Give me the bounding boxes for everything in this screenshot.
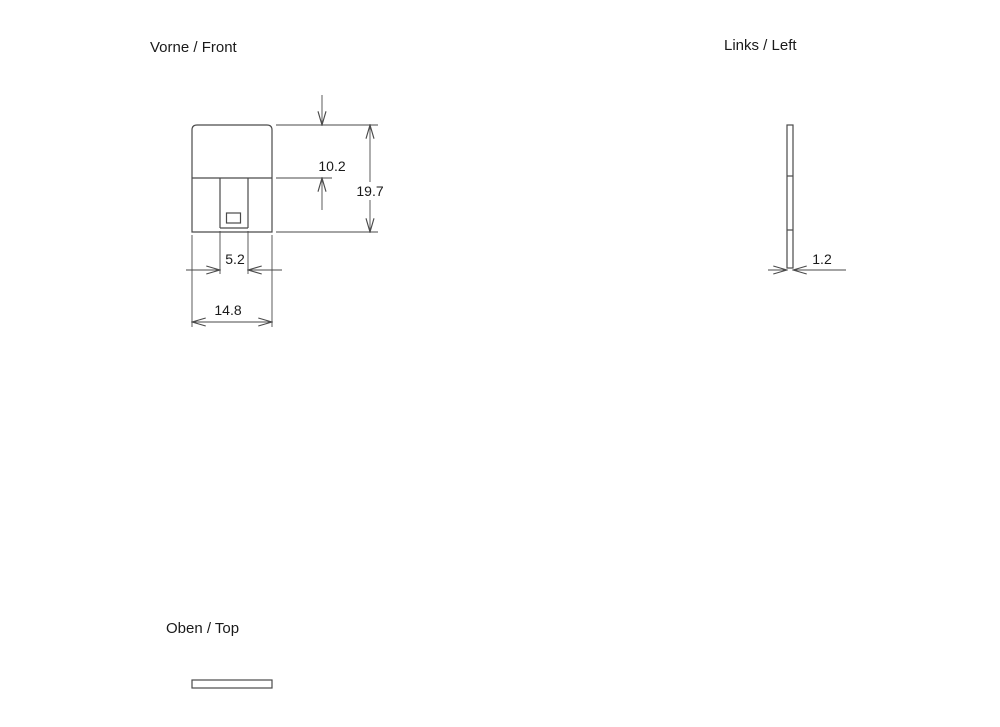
dimension-value: 14.8 [214, 302, 241, 318]
front-dimple-feature [225, 212, 242, 224]
dimension-overall-height: 19.7 [353, 125, 387, 232]
front-view-label: Vorne / Front [150, 39, 238, 56]
dimension-value: 19.7 [356, 183, 383, 199]
dimension-value: 1.2 [812, 251, 832, 267]
dimension-value: 5.2 [225, 251, 245, 267]
dimension-text-background [353, 182, 387, 200]
dimension-overall-width: 14.8 [192, 302, 272, 322]
top-view-label: Oben / Top [166, 620, 239, 637]
left-view: Links / Left 1.2 [724, 37, 846, 270]
dimension-slot-width: 5.2 [186, 251, 282, 270]
left-part-outline [786, 124, 794, 269]
top-view: Oben / Top [166, 620, 273, 689]
dimension-thickness: 1.2 [768, 251, 846, 270]
front-part-outline [191, 124, 273, 233]
dimension-value: 10.2 [318, 158, 345, 174]
left-view-label: Links / Left [724, 37, 797, 54]
dimension-slot-depth: 10.2 [318, 95, 346, 210]
front-view: Vorne / Front 10.2 [150, 39, 387, 327]
top-part-outline [191, 679, 273, 689]
